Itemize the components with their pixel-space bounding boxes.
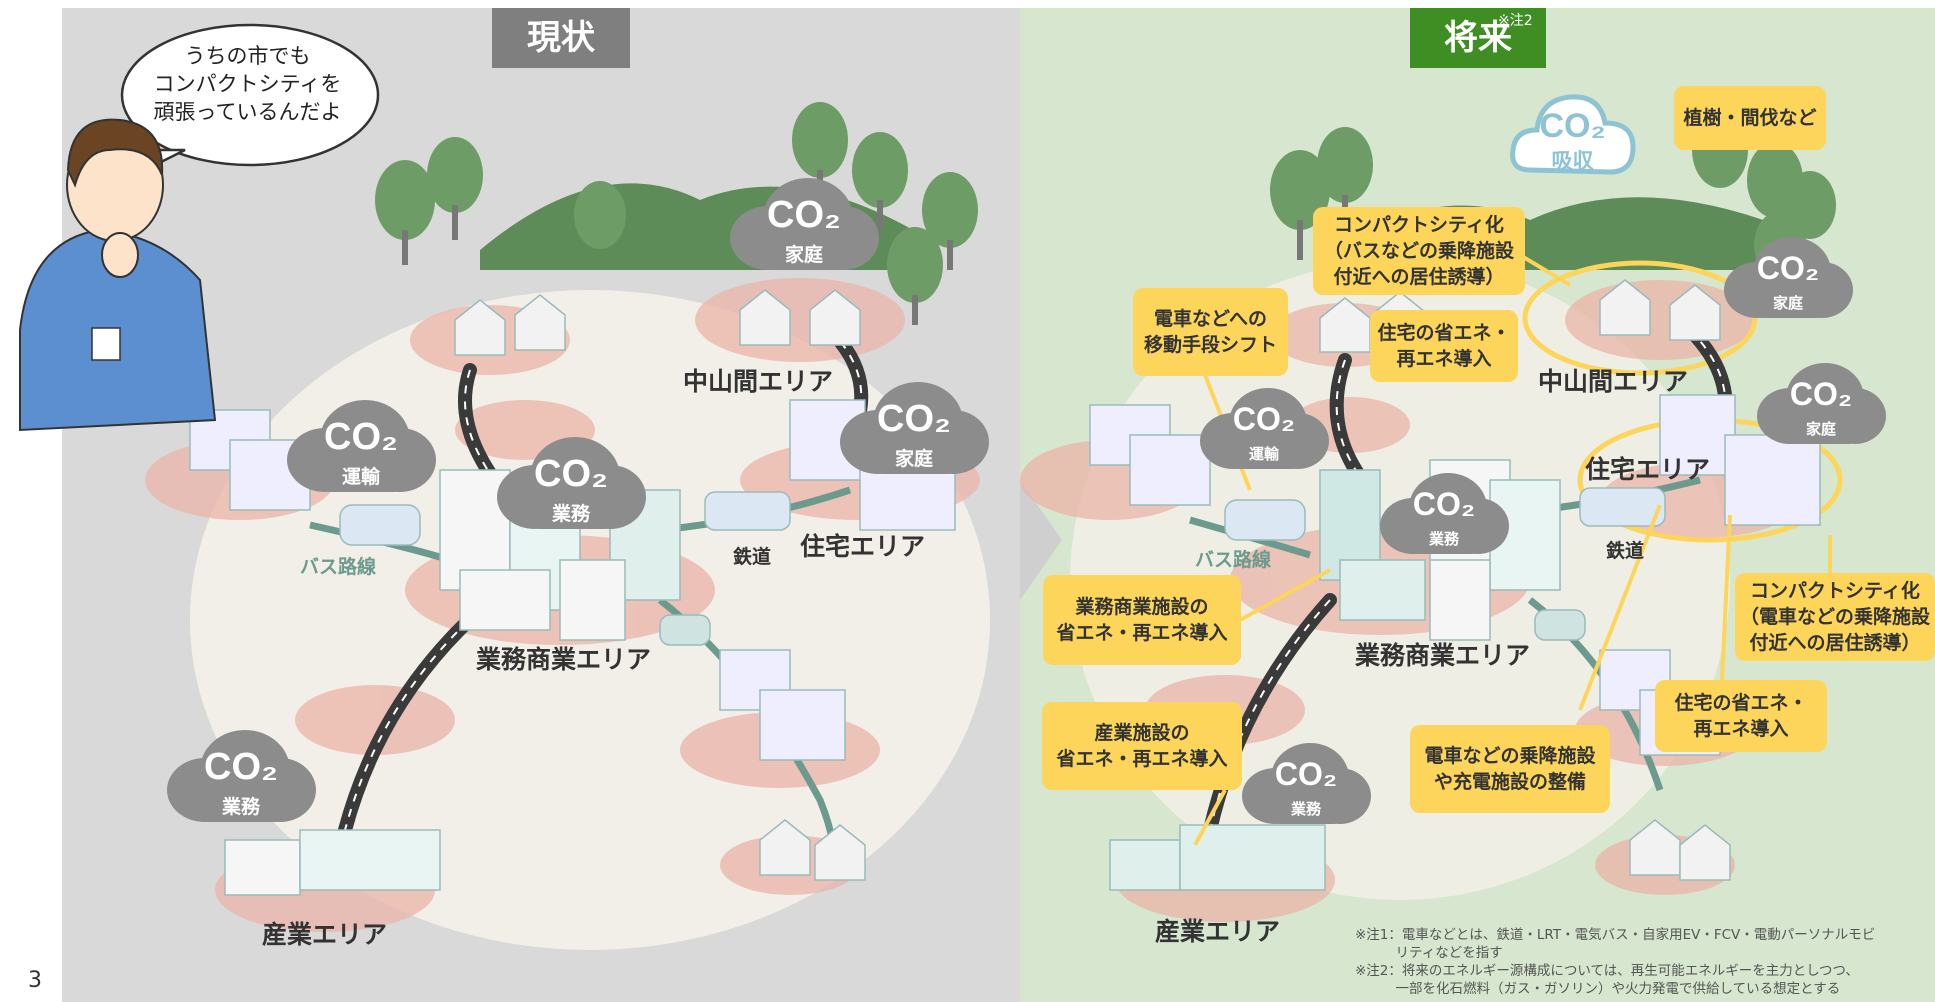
right-business-area-label: 業務商業エリア xyxy=(1355,641,1531,670)
current-state-title: 現状 xyxy=(492,8,630,68)
left-bus-route-label: バス路線 xyxy=(300,556,377,578)
callout-industry-energy: 産業施設の 省エネ・再エネ導入 xyxy=(1042,702,1242,790)
co2-cloud-future-home-mountain: CO₂ 家庭 xyxy=(1722,234,1854,324)
co2-cloud-transport: CO₂ 運輸 xyxy=(285,398,437,498)
co2-cloud-future-transport: CO₂ 運輸 xyxy=(1198,385,1330,475)
transition-arrow xyxy=(1020,480,1062,600)
callout-afforestation: 植樹・間伐など xyxy=(1674,86,1826,150)
speech-bubble-shape xyxy=(120,23,380,167)
callout-home-energy-bottom: 住宅の省エネ・ 再エネ導入 xyxy=(1655,680,1827,752)
callout-station-facilities: 電車などの乗降施設 や充電施設の整備 xyxy=(1410,725,1610,813)
right-mountain-area-label: 中山間エリア xyxy=(1538,367,1689,396)
callout-compact-city-bus: コンパクトシティ化 （バスなどの乗降施設 付近への居住誘導） xyxy=(1313,207,1525,295)
left-mountain-area-label: 中山間エリア xyxy=(683,367,834,396)
co2-cloud-industry: CO₂ 業務 xyxy=(165,728,317,828)
co2-cloud-future-business: CO₂ 業務 xyxy=(1378,470,1510,560)
person-illustration xyxy=(19,118,217,432)
footnote-1: ※注1：電車などとは、鉄道・LRT・電気バス・自家用EV・FCV・電動パーソナル… xyxy=(1355,927,1876,961)
co2-cloud-home-mountain: CO₂ 家庭 xyxy=(728,176,880,276)
left-industrial-area-label: 産業エリア xyxy=(262,920,388,949)
right-bus-route-label: バス路線 xyxy=(1195,549,1272,571)
callout-compact-city-train: コンパクトシティ化 （電車などの乗降施設 付近への居住誘導） xyxy=(1735,573,1935,661)
right-railway-label: 鉄道 xyxy=(1606,540,1645,562)
callout-business-energy: 業務商業施設の 省エネ・再エネ導入 xyxy=(1043,575,1241,665)
left-railway-label: 鉄道 xyxy=(733,546,772,568)
co2-absorption-cloud: CO₂ 吸収 xyxy=(1505,75,1640,190)
co2-cloud-home-residential: CO₂ 家庭 xyxy=(838,380,990,480)
co2-cloud-future-home-residential: CO₂ 家庭 xyxy=(1755,360,1887,450)
co2-cloud-future-industry: CO₂ 業務 xyxy=(1240,740,1372,830)
callout-modal-shift: 電車などへの 移動手段シフト xyxy=(1133,288,1288,376)
future-title-note: ※注2 xyxy=(1498,13,1533,29)
left-business-area-label: 業務商業エリア xyxy=(476,645,652,674)
right-road-marks xyxy=(1209,329,1727,831)
speech-bubble-text: うちの市でも コンパクトシティを 頑張っているんだよ xyxy=(153,44,342,124)
co2-cloud-business: CO₂ 業務 xyxy=(495,435,647,535)
page-number: 3 xyxy=(28,968,42,993)
future-state-title: 将来 xyxy=(1410,8,1546,68)
right-residential-area-label: 住宅エリア xyxy=(1585,455,1711,484)
left-road-marks xyxy=(344,329,863,831)
left-residential-area-label: 住宅エリア xyxy=(800,532,926,561)
footnote-2: ※注2：将来のエネルギー源構成については、再生可能エネルギーを主力としつつ、 一… xyxy=(1355,963,1859,997)
right-industrial-area-label: 産業エリア xyxy=(1155,917,1281,946)
callout-home-energy-top: 住宅の省エネ・ 再エネ導入 xyxy=(1370,310,1518,382)
left-trees xyxy=(375,102,978,325)
